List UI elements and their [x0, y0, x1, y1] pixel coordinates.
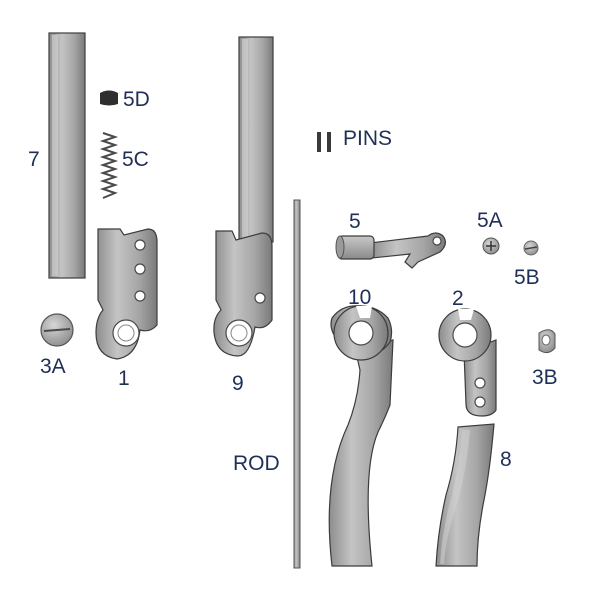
part-pins	[317, 132, 331, 152]
label-3a: 3A	[40, 355, 66, 378]
part-8-grip	[435, 423, 495, 567]
label-8: 8	[500, 448, 512, 471]
label-1: 1	[118, 367, 130, 390]
part-3a-disc	[40, 313, 74, 347]
label-7: 7	[28, 148, 40, 171]
label-5b: 5B	[514, 266, 540, 289]
part-9-lever	[213, 36, 274, 357]
label-5: 5	[349, 210, 361, 233]
part-5-plunger	[335, 232, 446, 269]
part-10-handle	[328, 305, 394, 567]
label-5d: 5D	[123, 88, 150, 111]
label-pins: PINS	[343, 127, 392, 150]
label-5c: 5C	[122, 148, 149, 171]
part-5a-screw	[482, 237, 500, 255]
label-3b: 3B	[532, 366, 558, 389]
label-5a: 5A	[477, 209, 503, 232]
part-3b-eyelet	[538, 329, 556, 354]
part-7-bar	[48, 32, 86, 279]
part-5d-cap	[100, 90, 118, 106]
part-1-bracket	[95, 228, 158, 360]
label-rod: ROD	[233, 452, 280, 475]
part-2-lever	[438, 308, 497, 417]
part-5c-spring	[99, 132, 119, 199]
label-10: 10	[348, 286, 371, 309]
part-rod	[293, 199, 301, 569]
label-9: 9	[232, 372, 244, 395]
label-2: 2	[452, 287, 464, 310]
part-5b-screw	[523, 240, 539, 256]
